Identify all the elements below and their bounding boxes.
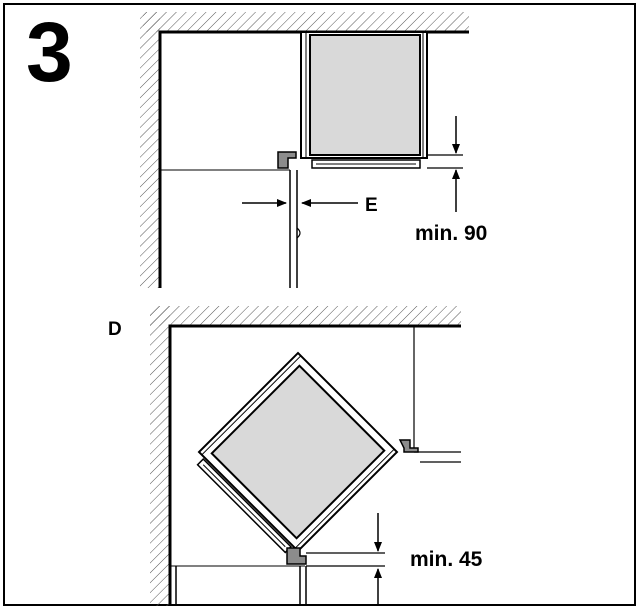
bottom-hinge-left-icon: [286, 547, 307, 565]
bottom-view: [150, 306, 461, 606]
top-hinge-icon: [277, 151, 297, 169]
clearance-label-bottom: min. 45: [410, 548, 483, 571]
clearance-label-top: min. 90: [415, 222, 488, 245]
bottom-wall-edge: [168, 324, 461, 606]
gap-label: E: [365, 195, 378, 216]
corner-label: D: [108, 319, 122, 340]
bottom-appliance-inner: [210, 364, 386, 540]
top-appliance-inner: [309, 34, 421, 156]
top-wall-hatch-top: [143, 12, 469, 32]
top-view: [140, 12, 469, 288]
step-number: 3: [26, 5, 73, 99]
bottom-hinge-right-icon: [398, 439, 419, 453]
bottom-wall-hatch-left: [150, 306, 170, 606]
bottom-wall-hatch-top: [150, 306, 461, 326]
top-wall-hatch-left: [140, 12, 160, 288]
